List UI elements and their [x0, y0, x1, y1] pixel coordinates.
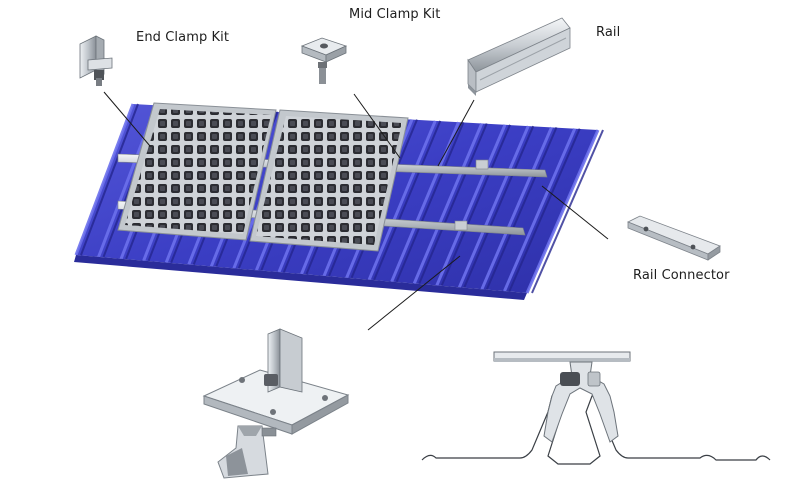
end-clamp-kit-image [79, 35, 113, 86]
solar-panel-left [117, 102, 277, 241]
cross-section-detail-image [421, 351, 771, 465]
solar-panel-right [249, 109, 409, 252]
rail-connector-label: Rail Connector [633, 268, 730, 283]
roof-rib-shadow [373, 120, 442, 281]
leader-rail-connector [541, 185, 609, 240]
leader-end-clamp [103, 91, 151, 147]
roof-rib-shadow [395, 121, 465, 282]
roof-rib [412, 122, 484, 285]
roof-rib [435, 124, 507, 286]
roof-rib-shadow [531, 129, 604, 294]
mid-clamp-kit-label: Mid Clamp Kit [349, 7, 441, 22]
end-clamp-kit-label: End Clamp Kit [136, 30, 230, 45]
roof-rib [74, 103, 135, 256]
leader-seam-clamp [367, 255, 461, 331]
roof-rib-shadow [463, 125, 535, 288]
rail-connector-image [627, 215, 721, 261]
roof-rib [480, 126, 553, 290]
roof-rib [525, 129, 600, 294]
roof-rib-shadow [440, 124, 511, 286]
roof-rib-shadow [418, 123, 488, 284]
roof-rib [457, 125, 530, 288]
seam-clamp-detail-image [202, 328, 350, 479]
rail-image [467, 17, 571, 96]
leader-lines [103, 91, 609, 331]
roof-rib-shadow [485, 127, 558, 290]
roof-rib [503, 128, 577, 292]
leader-rail [437, 99, 475, 167]
mid-clamp-kit-image [300, 37, 348, 84]
roof-rib-shadow [508, 128, 581, 292]
roof-rib [367, 120, 437, 281]
roof-rib-shadow [80, 103, 139, 256]
rail-label: Rail [596, 25, 621, 40]
leader-mid-clamp [353, 93, 401, 159]
